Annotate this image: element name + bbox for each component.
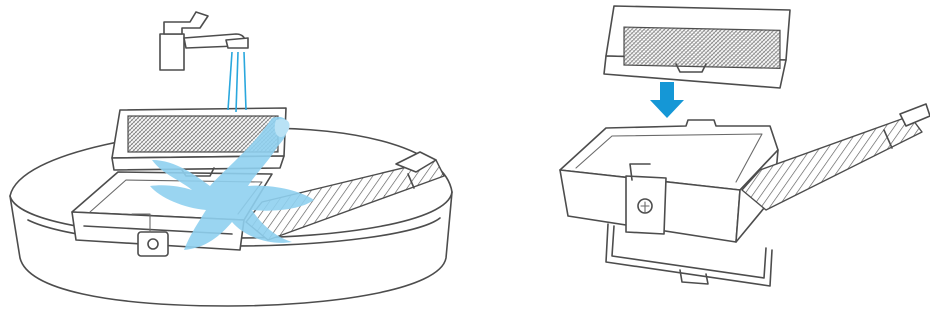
- install-step: [560, 6, 930, 286]
- filter-right: [604, 6, 790, 88]
- water-stream-icon: [228, 52, 246, 112]
- washing-step: [10, 12, 452, 306]
- down-arrow-icon: [650, 82, 684, 118]
- dustbin-open: [560, 104, 930, 286]
- faucet-icon: [160, 12, 248, 70]
